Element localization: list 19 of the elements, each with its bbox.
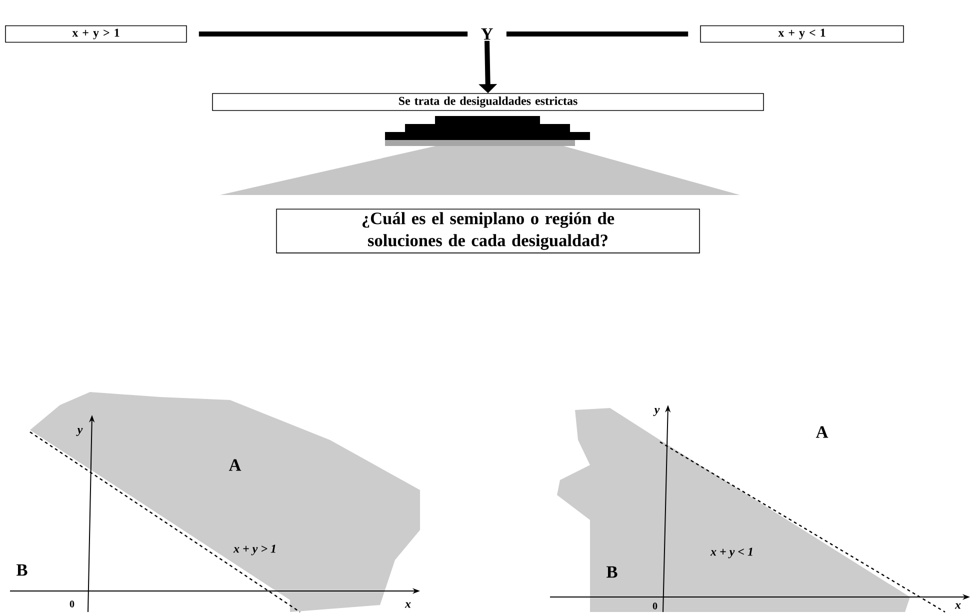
region-label: B (16, 564, 28, 576)
region-label: A (816, 426, 828, 438)
axis-label: x (404, 602, 411, 608)
axis-label: y (653, 408, 660, 416)
connector (198, 32, 468, 36)
text-box: x + y > 1 (5, 25, 187, 43)
region-label: B (606, 566, 618, 578)
text-label: Y (481, 28, 493, 40)
axis-label: y (76, 428, 83, 436)
axis-label: x (954, 603, 961, 609)
text-box: x + y < 1 (700, 25, 904, 43)
origin-label: 0 (70, 600, 74, 608)
region-label: A (228, 459, 242, 471)
text-box: ¿Cuál es el semiplano o región de soluciones de cada desigualdad? (276, 208, 700, 254)
connector (506, 32, 688, 36)
origin-label: 0 (652, 602, 658, 610)
text-box: Se trata de desigualdades estrictas (212, 93, 764, 111)
inequality-label: x + y > 1 (233, 544, 276, 556)
inequality-label: x + y < 1 (710, 548, 752, 558)
